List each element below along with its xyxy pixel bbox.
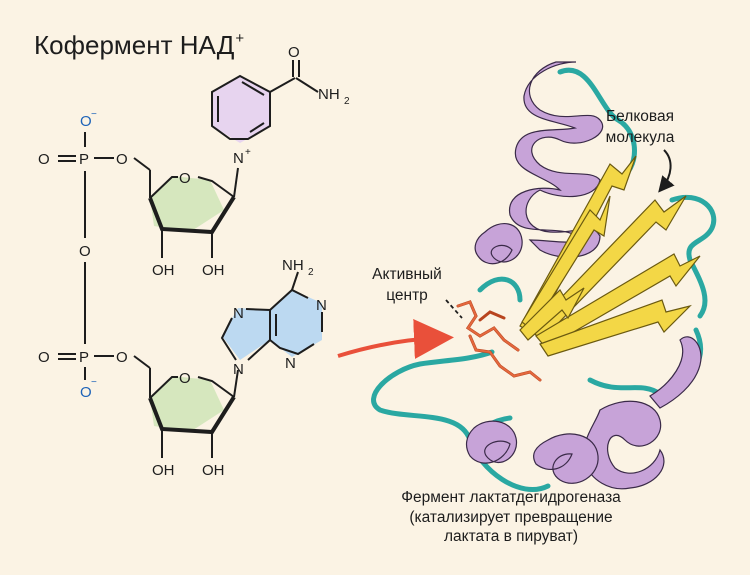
svg-text:N: N — [285, 355, 296, 372]
upper-ribose-ring — [150, 176, 224, 232]
lower-ribose-ring — [150, 376, 224, 432]
adenine-nh2: NH — [282, 257, 304, 274]
nicotinamide-ring — [212, 76, 270, 143]
protein-label-arrow — [658, 149, 675, 193]
svg-text:2: 2 — [308, 267, 314, 278]
ring-oxygen-lower: O — [179, 370, 191, 387]
hydroxyl-lower-left: OH — [152, 462, 175, 479]
enzyme-caption: Фермент лактатдегидрогеназа (катализируе… — [401, 489, 621, 545]
svg-text:N: N — [316, 297, 327, 314]
svg-text:O: O — [116, 151, 128, 168]
oxygen-minus-lower: O — [80, 384, 92, 401]
svg-text:O: O — [38, 349, 50, 366]
hydroxyl-upper-right: OH — [202, 262, 225, 279]
title-charge: + — [235, 30, 245, 47]
svg-text:−: − — [91, 377, 97, 388]
svg-text:O: O — [38, 151, 50, 168]
adenine-n9: N — [233, 361, 244, 378]
svg-text:N: N — [233, 305, 244, 322]
page-title: Кофермент НАД+ — [34, 30, 245, 60]
svg-text:−: − — [91, 109, 97, 120]
atom-labels: O − O P O O O O P O O − O OH OH OH OH N … — [38, 44, 350, 479]
hydroxyl-lower-right: OH — [202, 462, 225, 479]
adenine-ring — [222, 290, 322, 360]
ring-oxygen-upper: O — [179, 170, 191, 187]
protein-label: Белковая молекула — [605, 108, 675, 146]
phosphorus-lower: P — [79, 349, 89, 366]
oxygen-minus-upper: O — [80, 113, 92, 130]
alpha-helices — [465, 61, 702, 490]
active-site-label: Активный центр — [372, 266, 442, 304]
nad-molecule — [58, 60, 323, 458]
active-site-pointer — [445, 299, 463, 319]
nicotinamide-nitrogen: N — [233, 150, 244, 167]
svg-text:+: + — [245, 147, 251, 158]
amide-oxygen: O — [288, 44, 300, 61]
pointer-arrow — [337, 319, 454, 359]
bridging-oxygen: O — [79, 243, 91, 260]
protein-structure — [371, 61, 717, 493]
hydroxyl-upper-left: OH — [152, 262, 175, 279]
amide-nh2: NH — [318, 86, 340, 103]
phosphorus-upper: P — [79, 151, 89, 168]
svg-text:2: 2 — [344, 96, 350, 107]
beta-sheets — [519, 155, 701, 357]
svg-text:O: O — [116, 349, 128, 366]
